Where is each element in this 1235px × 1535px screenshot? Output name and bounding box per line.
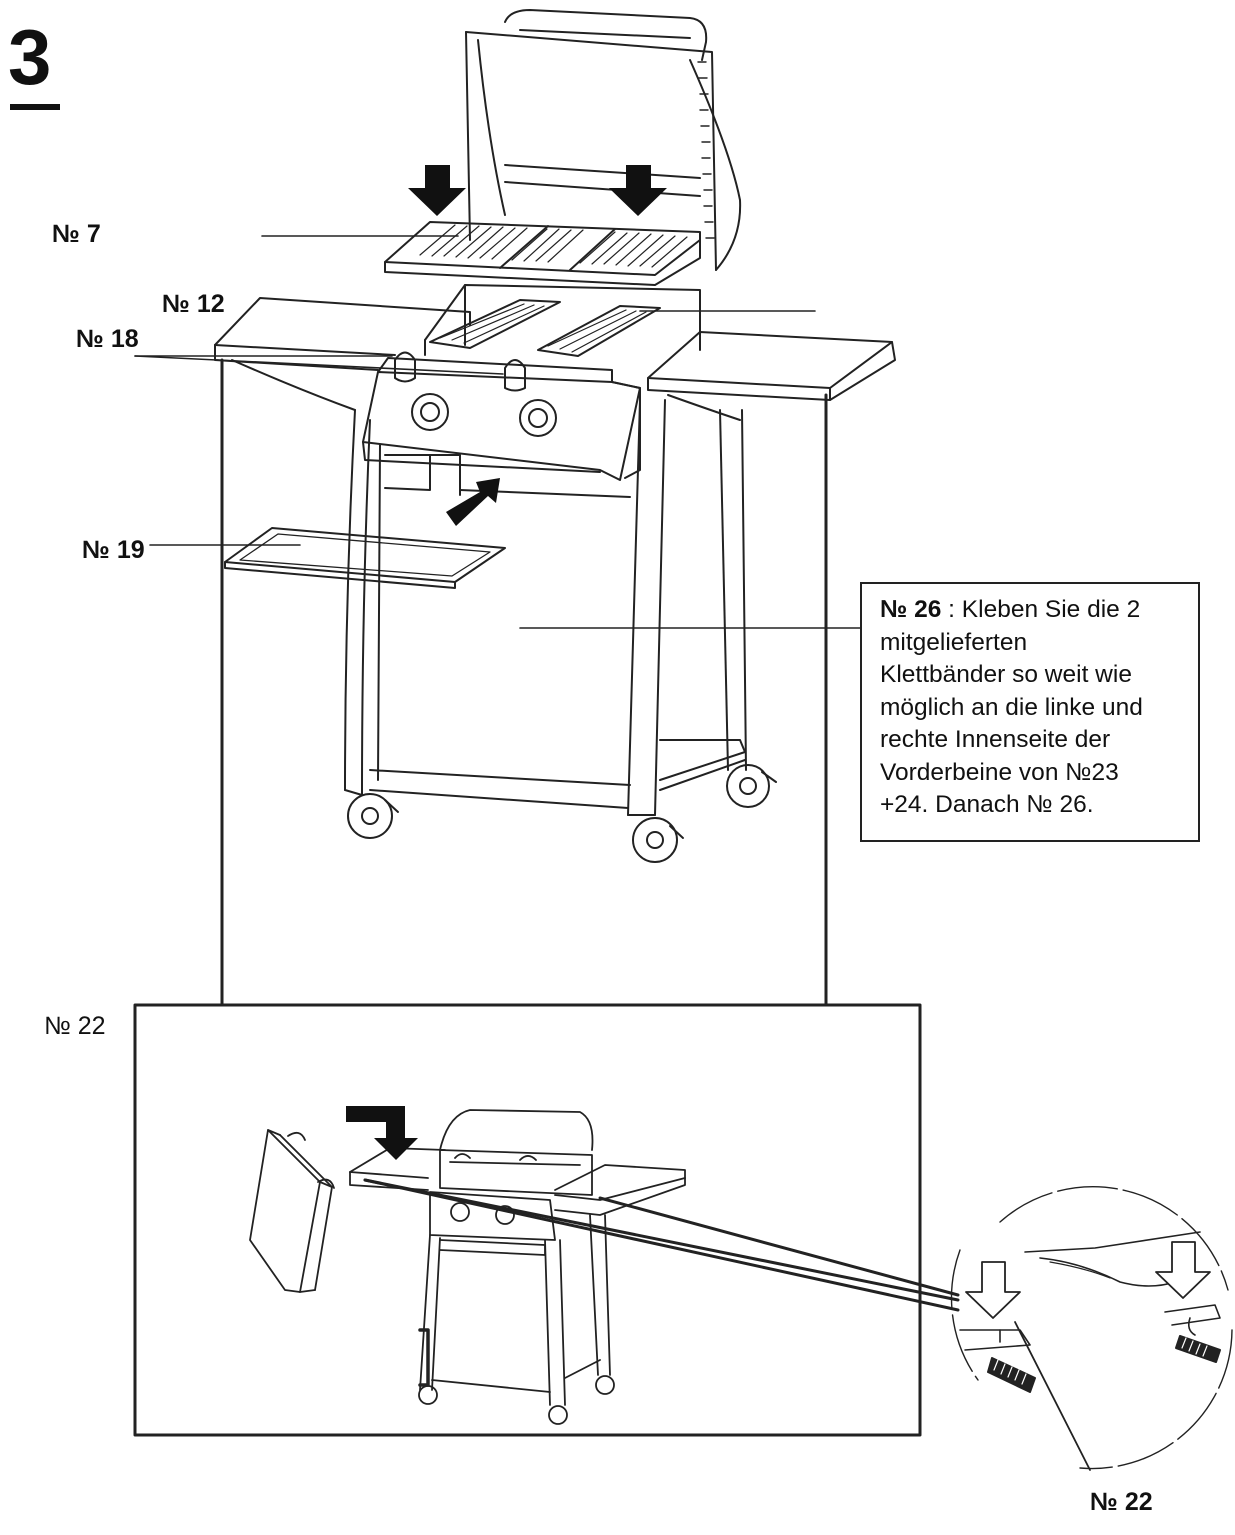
part-label-19: № 19 — [82, 536, 145, 564]
corner-down-arrow-icon — [346, 1106, 418, 1160]
note-part-number: № 26 — [880, 596, 942, 623]
down-arrow-outline-icon — [1155, 1241, 1211, 1299]
part-label-18: № 18 — [76, 325, 139, 353]
inset-grill — [349, 1109, 686, 1425]
part-label-12: № 12 — [162, 290, 225, 318]
inset-leaders — [363, 1178, 960, 1312]
down-arrow-icon — [408, 165, 466, 216]
inset-side-panel — [249, 1129, 335, 1293]
grease-tray — [224, 527, 506, 589]
down-arrow-icon — [609, 165, 667, 216]
part-label-22-detail: № 22 — [1090, 1488, 1153, 1516]
callout-frame — [133, 358, 922, 1437]
note-line: : Kleben Sie die 2 — [941, 596, 1141, 623]
grill-lid — [465, 9, 742, 271]
firebox — [424, 284, 701, 356]
cooking-grate — [384, 221, 701, 286]
right-side-shelf — [647, 331, 896, 421]
control-panel — [362, 351, 641, 481]
note-line: Vorderbeine von №23 — [880, 758, 1119, 786]
part-label-22-inset: № 22 — [44, 1012, 106, 1040]
leader-lines — [134, 235, 861, 629]
instruction-note: № 26 : Kleben Sie die 2 mitgelieferten K… — [860, 582, 1200, 842]
note-line: +24. Danach № 26. — [880, 791, 1094, 818]
flame-tamers — [429, 299, 661, 357]
note-line: möglich an die linke und — [880, 693, 1143, 721]
insert-arrow-icon — [446, 478, 500, 526]
part-label-7: № 7 — [52, 220, 101, 248]
cart-frame — [344, 399, 747, 816]
down-arrow-outline-icon — [965, 1261, 1021, 1319]
wheels — [347, 764, 777, 863]
note-line: mitgelieferten — [880, 628, 1028, 656]
detail-circle — [950, 1186, 1233, 1471]
step-number: 3 — [8, 13, 52, 101]
step-number-underline — [10, 104, 60, 110]
note-line: rechte Innenseite der — [880, 726, 1111, 753]
note-line: Klettbänder so weit wie — [880, 661, 1132, 688]
